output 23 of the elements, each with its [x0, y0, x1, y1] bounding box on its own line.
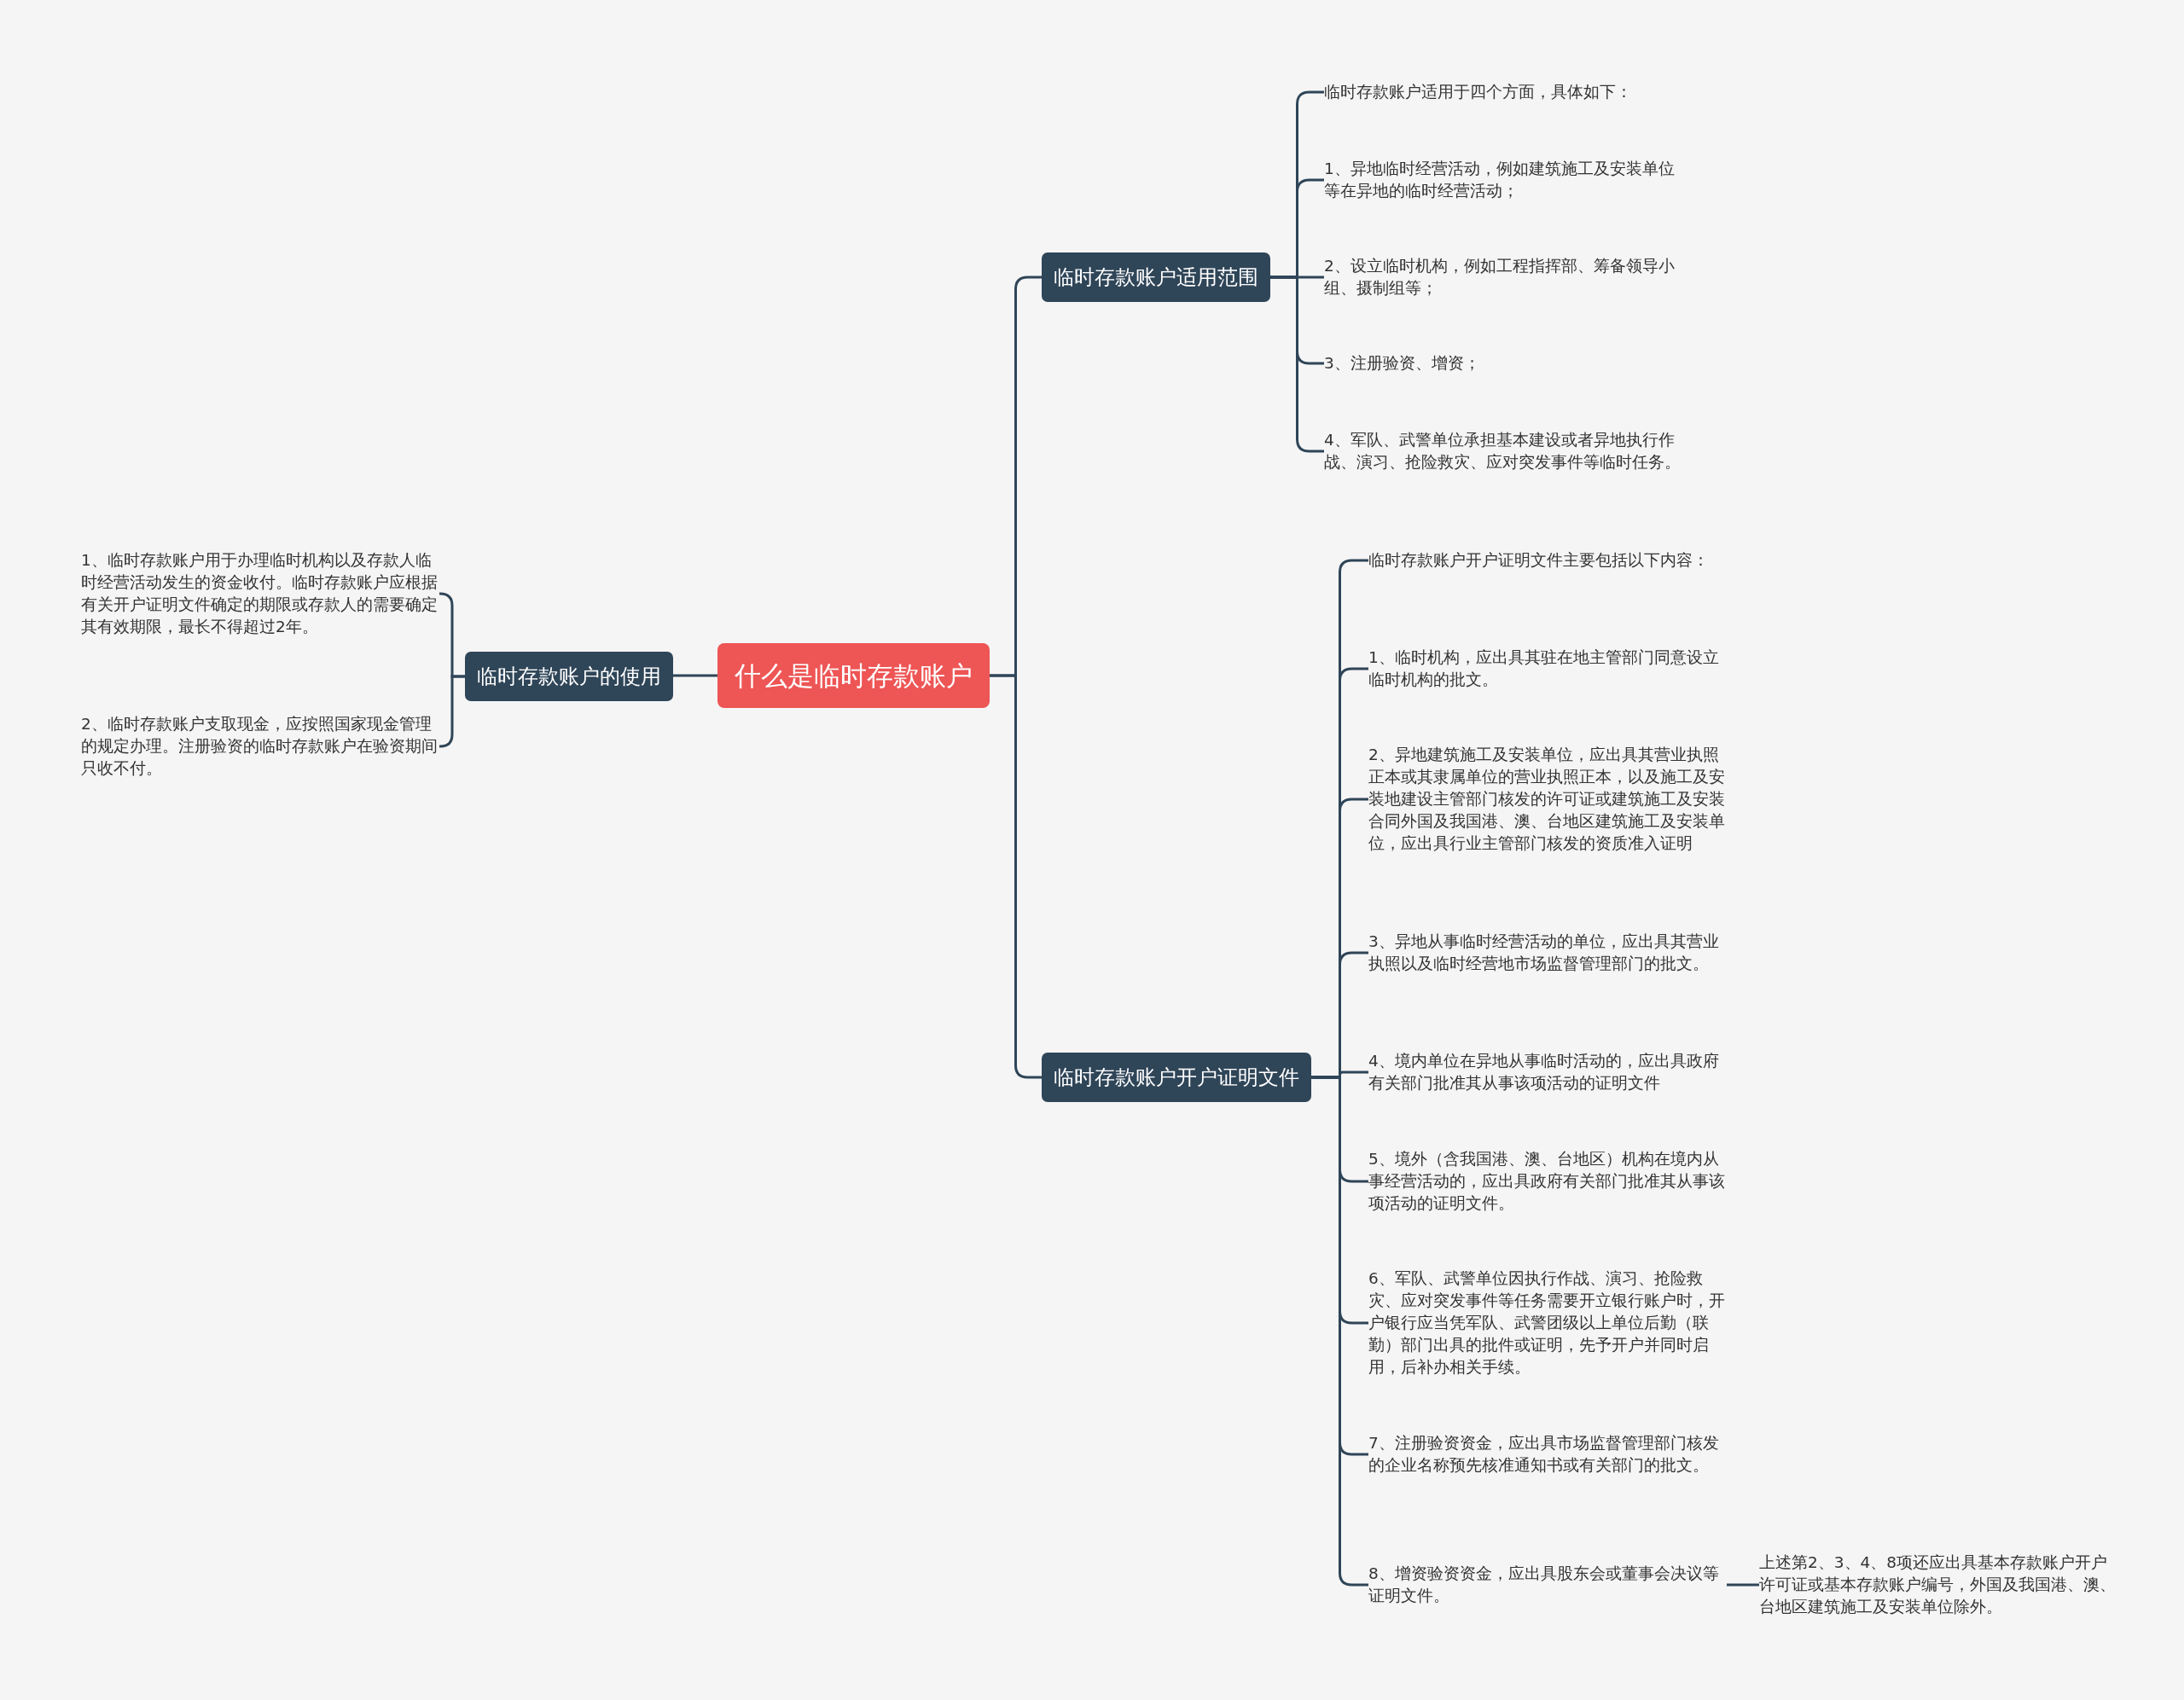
topic-text: 6、军队、武警单位因执行作战、演习、抢险救灾、应对突发事件等任务需要开立银行账户时，开户银行应当凭军队、武警团级以上单位后勤（联勤）部门出具的批件或证明，先予开户并同时启用，后补办相关手续。: [1368, 1268, 1727, 1378]
topic-text: 5、境外（含我国港、澳、台地区）机构在境内从事经营活动的，应出具政府有关部门批准其从事该项活动的证明文件。: [1368, 1148, 1727, 1215]
topic-text: 3、注册验资、增资；: [1324, 352, 1682, 374]
topic-text: 2、临时存款账户支取现金，应按照国家现金管理的规定办理。注册验资的临时存款账户在验资期间只收不付。: [81, 713, 439, 780]
topic-text: 4、军队、武警单位承担基本建设或者异地执行作战、演习、抢险救灾、应对突发事件等临时任务。: [1324, 429, 1682, 473]
topic-text: 7、注册验资资金，应出具市场监督管理部门核发的企业名称预先核准通知书或有关部门的批文。: [1368, 1432, 1727, 1477]
central-topic: 什么是临时存款账户: [717, 643, 990, 708]
branch-topic: 临时存款账户的使用: [465, 652, 673, 701]
connector-line: [1727, 1583, 1759, 1587]
topic-text: 8、增资验资资金，应出具股东会或董事会决议等证明文件。: [1368, 1563, 1727, 1607]
topic-text: 临时存款账户开户证明文件主要包括以下内容：: [1368, 549, 1727, 572]
branch-topic: 临时存款账户适用范围: [1042, 252, 1270, 302]
connector-line: [673, 674, 717, 677]
topic-text: 3、异地从事临时经营活动的单位，应出具其营业执照以及临时经营地市场监督管理部门的批文。: [1368, 931, 1727, 975]
topic-text: 2、设立临时机构，例如工程指挥部、筹备领导小组、摄制组等；: [1324, 255, 1682, 299]
topic-text: 1、异地临时经营活动，例如建筑施工及安装单位等在异地的临时经营活动；: [1324, 158, 1682, 202]
topic-text: 上述第2、3、4、8项还应出具基本存款账户开户许可证或基本存款账户编号，外国及我国港、澳、台地区建筑施工及安装单位除外。: [1759, 1552, 2117, 1618]
topic-text: 临时存款账户适用于四个方面，具体如下：: [1324, 81, 1682, 103]
topic-text: 1、临时机构，应出具其驻在地主管部门同意设立临时机构的批文。: [1368, 647, 1727, 691]
topic-text: 4、境内单位在异地从事临时活动的，应出具政府有关部门批准其从事该项活动的证明文件: [1368, 1050, 1727, 1094]
branch-topic: 临时存款账户开户证明文件: [1042, 1053, 1311, 1102]
topic-text: 1、临时存款账户用于办理临时机构以及存款人临时经营活动发生的资金收付。临时存款账户应根据有关开户证明文件确定的期限或存款人的需要确定其有效期限，最长不得超过2年。: [81, 549, 439, 638]
topic-text: 2、异地建筑施工及安装单位，应出具其营业执照正本或其隶属单位的营业执照正本，以及施工及安装地建设主管部门核发的许可证或建筑施工及安装合同外国及我国港、澳、台地区建筑施工及安装单位，应出具行业主管部门核发的资质准入证明: [1368, 744, 1727, 855]
